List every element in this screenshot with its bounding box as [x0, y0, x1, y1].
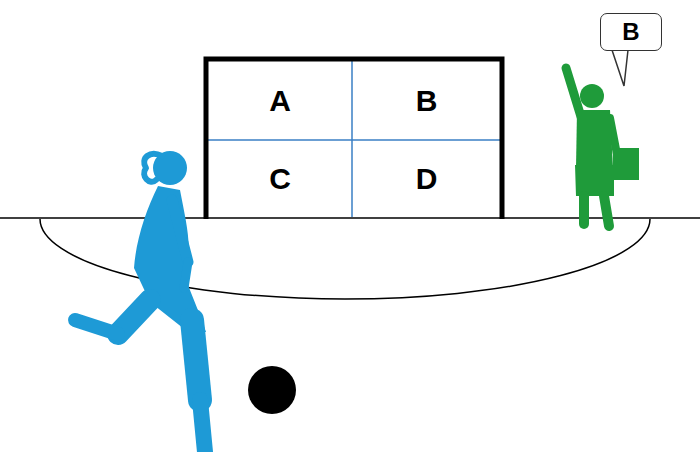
- kicker-figure: [75, 151, 206, 452]
- zone-letter: C: [269, 162, 291, 196]
- goal-zone: D: [353, 141, 500, 216]
- divider-line: [207, 139, 502, 141]
- ball: [248, 366, 296, 414]
- referee-figure: [566, 68, 639, 226]
- goal-zone: B: [353, 62, 500, 139]
- goal-frame: [206, 59, 502, 219]
- goal-zone: A: [209, 62, 351, 139]
- speech-bubble: B: [600, 13, 662, 51]
- zone-letter: A: [269, 84, 291, 118]
- zone-letter: B: [416, 84, 438, 118]
- zone-letter: B: [622, 18, 639, 46]
- zone-letter: D: [416, 162, 438, 196]
- goal-line: [0, 217, 700, 219]
- goal-zone: C: [209, 141, 351, 216]
- penalty-arc: [40, 219, 650, 299]
- bubble-tail: [612, 50, 628, 86]
- divider-line: [351, 60, 353, 217]
